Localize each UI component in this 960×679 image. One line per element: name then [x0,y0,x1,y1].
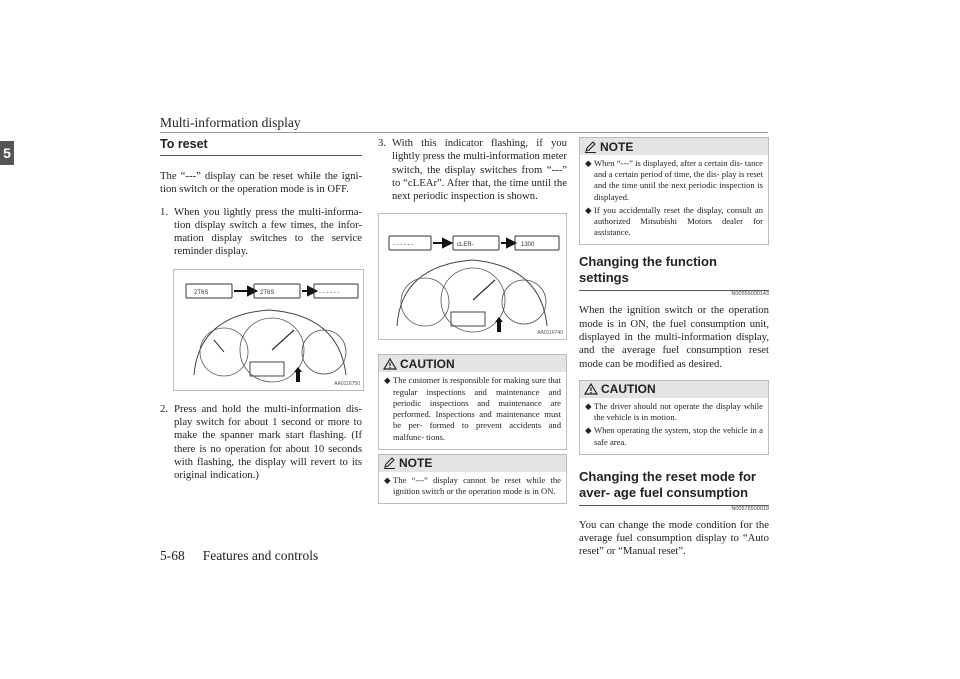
step-1-text: When you lightly press the multi-informa… [174,205,362,258]
instrument-cluster-illustration-2: - - - - - - cLER- 1300 [388,235,560,333]
caution-body: ◆The driver should not operate the displ… [580,398,768,454]
caution-box: CAUTION ◆The driver should not operate t… [579,379,769,455]
bullet-diamond-icon: ◆ [585,400,592,411]
step-3-text: With this indicator flashing, if you lig… [392,137,567,203]
note-item: ◆If you accidentally reset the display, … [585,204,763,238]
step-2: 2. Press and hold the multi-information d… [160,403,362,483]
intro-paragraph: The “---” display can be reset while the… [160,170,362,196]
section-heading-reset-mode: Changing the reset mode for aver- age fu… [579,469,769,506]
pencil-icon [585,140,596,153]
step-1-number: 1. [160,205,169,218]
page-number: 5-68 [160,548,185,563]
step-2-number: 2. [160,402,169,415]
caution-item: ◆The driver should not operate the displ… [585,400,763,423]
display-text-3: 1300 [521,242,535,248]
note-box: NOTE ◆When “---” is displayed, after a c… [579,137,769,246]
footer-section: Features and controls [202,548,319,563]
figure-id: AA0116750 [334,380,360,387]
caution-item: ◆When operating the system, stop the veh… [585,425,763,447]
note-header: NOTE [379,454,566,472]
function-settings-paragraph: When the ignition switch or the operatio… [579,304,769,370]
section-heading-function-settings: Changing the function settings [579,254,769,292]
caution-box: CAUTION ◆The customer is responsible for… [378,354,567,450]
display-text-3: - - - - - - [319,290,339,296]
caution-label: CAUTION [601,382,656,397]
display-text-1: - - - - - - [393,242,413,248]
page-header-title: Multi-information display [160,115,301,130]
bullet-diamond-icon: ◆ [384,474,391,485]
caution-body: ◆The customer is responsible for making … [379,372,566,448]
note-label: NOTE [600,139,634,154]
bullet-diamond-icon: ◆ [384,375,391,386]
display-text-2: 2T6S [260,290,274,296]
instrument-cluster-illustration: 2T6S 2T6S - - - - - - [185,283,359,383]
step-3-number: 3. [378,137,387,149]
figure-reset-step-3: - - - - - - cLER- 1300 AA0116740 [378,213,567,341]
note-body: ◆When “---” is displayed, after a certai… [580,155,768,244]
bullet-diamond-icon: ◆ [585,158,592,168]
warning-triangle-icon [383,357,397,370]
caution-label: CAUTION [400,356,455,371]
note-body: ◆The “---” display cannot be reset while… [379,472,566,503]
pencil-icon [384,457,395,470]
caution-header: CAUTION [379,355,566,373]
note-header: NOTE [580,138,768,155]
column-1: To reset The “---” display can be reset … [160,137,364,483]
step-2-text: Press and hold the multi-information dis… [174,402,362,482]
note-label: NOTE [399,456,433,471]
section-code: N00556000143 [731,291,769,298]
bullet-diamond-icon: ◆ [585,204,592,215]
section-code: N00575500019 [731,505,769,512]
display-text-2: cLER- [457,242,474,248]
step-3: 3. With this indicator flashing, if you l… [378,137,567,203]
note-box: NOTE ◆The “---” display cannot be reset … [378,453,567,505]
display-text-1: 2T6S [194,290,208,296]
header-rule [160,132,768,133]
caution-header: CAUTION [580,380,768,398]
figure-id: AA0116740 [537,330,563,337]
caution-item: ◆The customer is responsible for making … [384,375,561,442]
section-heading-to-reset: To reset [160,137,362,156]
column-3: NOTE ◆When “---” is displayed, after a c… [579,137,769,559]
column-2: 3. With this indicator flashing, if you l… [378,137,567,505]
step-1: 1. When you lightly press the multi-infor… [160,206,362,259]
bullet-diamond-icon: ◆ [585,425,592,436]
reset-mode-paragraph: You can change the mode condition for th… [579,518,769,558]
figure-reset-step-1: 2T6S 2T6S - - - - - - AA0116750 [173,268,364,391]
warning-triangle-icon [584,383,598,396]
note-item: ◆The “---” display cannot be reset while… [384,474,561,496]
page-footer: 5-68 Features and controls [160,548,336,564]
chapter-tab: 5 [0,141,14,165]
note-item: ◆When “---” is displayed, after a certai… [585,158,763,202]
